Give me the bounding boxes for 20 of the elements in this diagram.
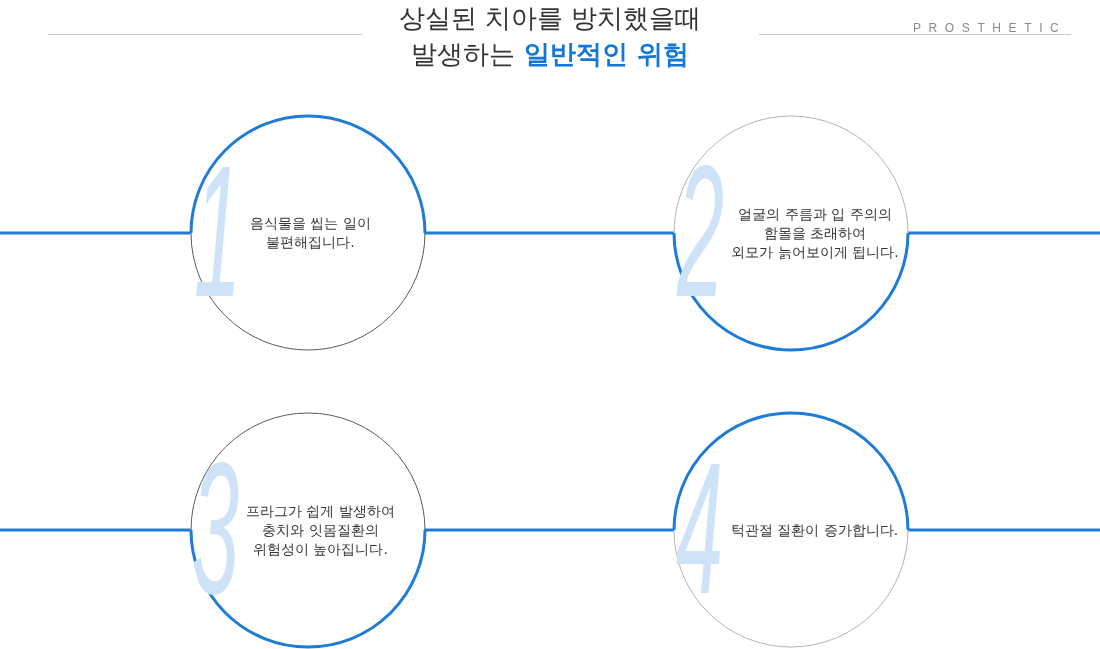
connector-line	[0, 231, 191, 235]
description-text: 턱관절 질환이 증가합니다.	[730, 520, 899, 540]
description-text: 음식물을 씹는 일이 불편해집니다.	[250, 214, 371, 252]
connector-line	[0, 528, 191, 532]
step-number: 4	[676, 458, 724, 598]
connector-line	[424, 528, 674, 532]
title: 상실된 치아를 방치했을때 발생하는 일반적인 위험	[398, 2, 702, 71]
circle	[672, 411, 910, 649]
description-text: 프라그가 쉽게 발생하여 충치와 잇몸질환의 위험성이 높아집니다.	[246, 501, 395, 559]
step-number: 2	[677, 161, 725, 301]
section-label: PROSTHETIC	[913, 21, 1067, 35]
step-number: 3	[192, 458, 240, 598]
circle	[188, 411, 427, 649]
circle	[672, 114, 910, 352]
step-number: 1	[194, 161, 242, 301]
description-text: 얼굴의 주름과 입 주의의 함몰을 초래하여 외모가 늙어보이게 됩니다.	[731, 204, 899, 262]
connector-line	[908, 528, 1100, 532]
connector-line	[908, 231, 1100, 235]
connector-line	[424, 231, 674, 235]
circle	[188, 114, 427, 352]
